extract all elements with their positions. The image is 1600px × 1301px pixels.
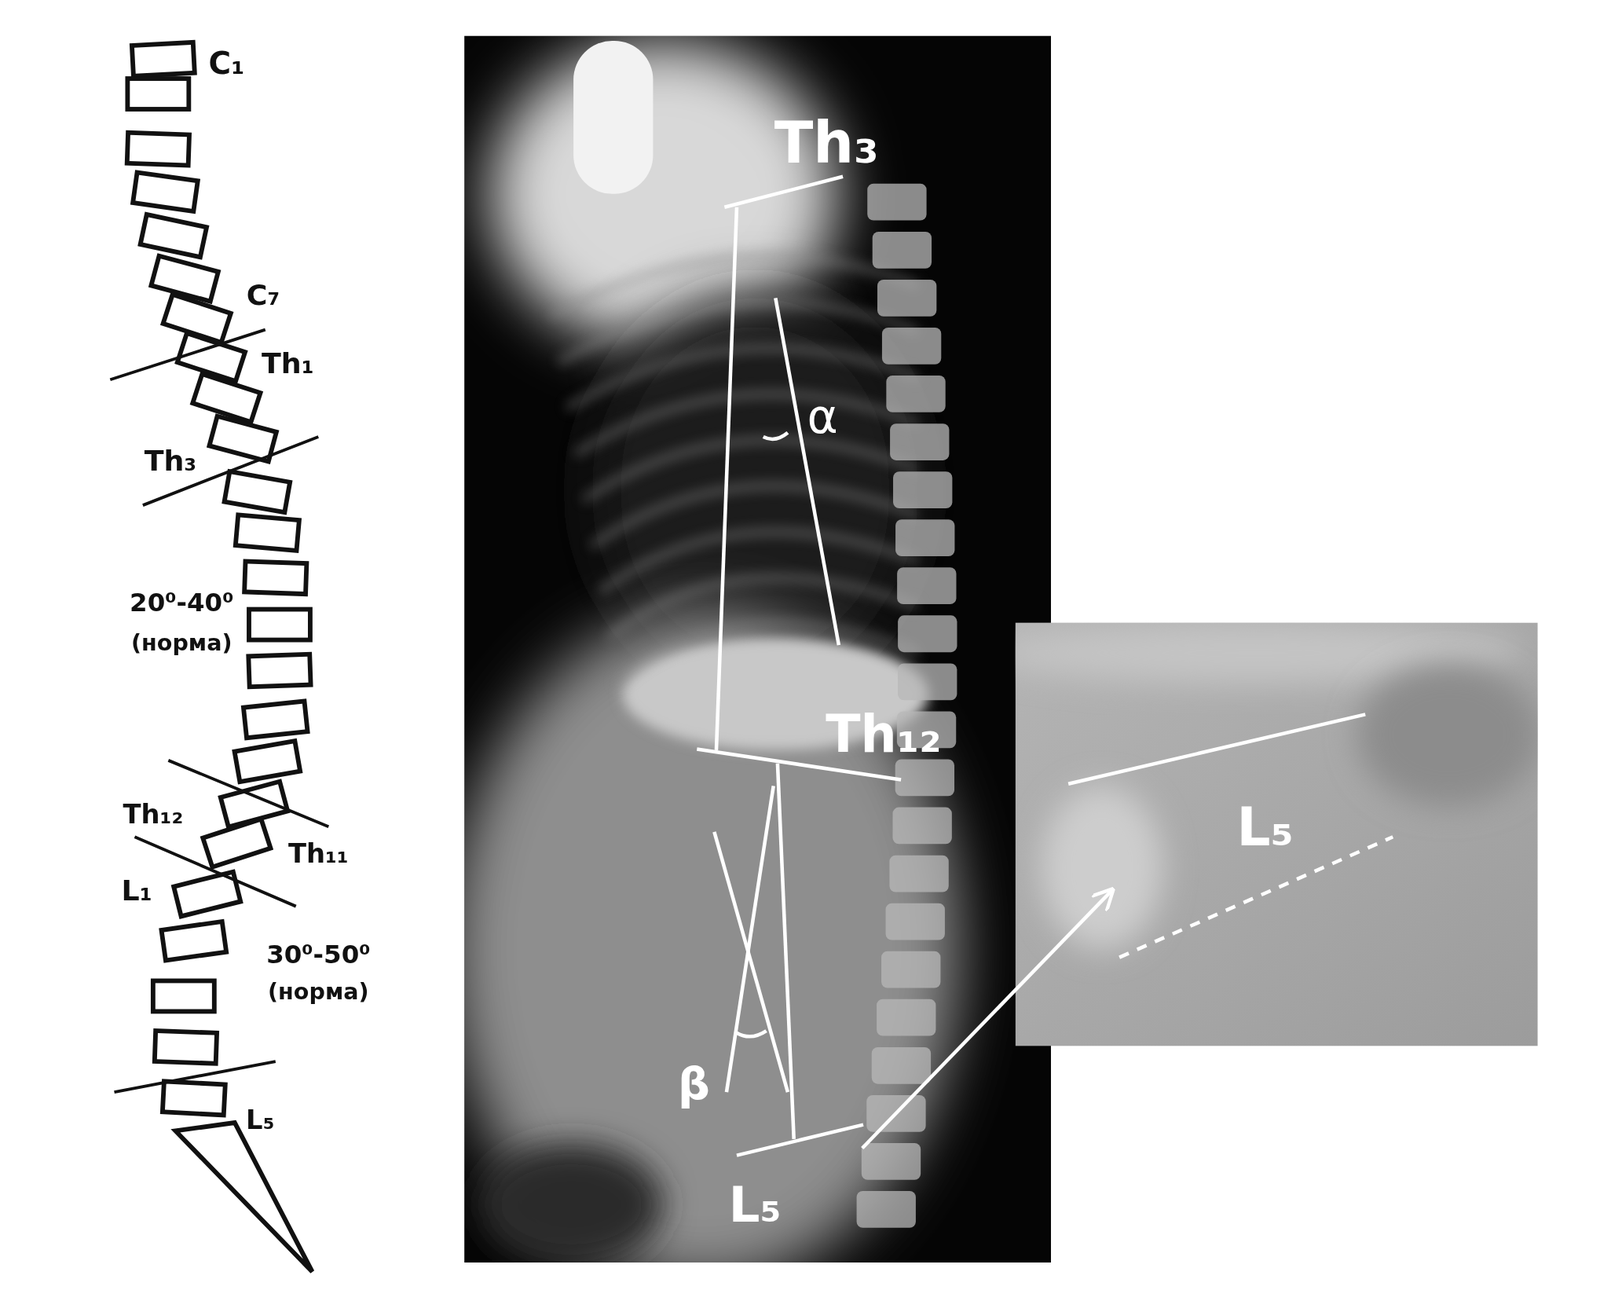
vertebra-outline xyxy=(127,78,189,110)
vertebra-outline xyxy=(153,980,215,1011)
endplate-line xyxy=(168,760,329,827)
rib-shadow xyxy=(559,302,919,363)
vertebra-shadow xyxy=(895,759,955,797)
vertebra-label: L₅ xyxy=(245,1105,275,1133)
sacrum-outline xyxy=(175,1122,312,1272)
rib-shadow xyxy=(616,623,919,684)
vertebra-outline xyxy=(208,416,276,462)
vertebra-outline xyxy=(234,740,301,782)
vertebra-outline xyxy=(248,654,311,688)
vertebra-outline xyxy=(224,471,291,513)
vertebra-shadow xyxy=(861,1142,921,1180)
vertebra-outline xyxy=(235,514,300,551)
vertebra-outline xyxy=(154,1030,217,1064)
vertebra-shadow xyxy=(872,231,932,269)
rib-shadow xyxy=(607,578,919,638)
vertebra-label: Th₁ xyxy=(261,350,315,379)
vertebra-label: L₅ xyxy=(728,1179,782,1229)
vertebra-shadow xyxy=(871,1047,931,1084)
vertebra-outline xyxy=(127,132,190,166)
vertebra-label: Th₃ xyxy=(144,446,198,476)
vertebra-shadow xyxy=(889,423,949,461)
vertebra-outline xyxy=(162,1080,226,1115)
angle-norm: 30⁰-50⁰ xyxy=(266,940,370,967)
endplate-line xyxy=(134,836,296,906)
vertebra-shadow xyxy=(897,662,957,700)
vertebra-shadow xyxy=(881,951,941,989)
vertebra-outline xyxy=(202,818,271,867)
endplate-line xyxy=(109,329,265,381)
vertebra-label: C₇ xyxy=(246,281,281,311)
inset-photo xyxy=(1015,622,1538,1046)
vertebra-label: Th₁₁ xyxy=(288,839,349,867)
endplate-line xyxy=(114,1061,276,1092)
vertebra-shadow xyxy=(876,999,936,1037)
vertebra-shadow xyxy=(897,615,957,652)
vertebra-shadow xyxy=(856,1190,916,1228)
rib-shadow xyxy=(591,486,919,546)
measure-lines xyxy=(696,176,1393,1156)
angle-label: α xyxy=(806,392,838,440)
vertebra-outline xyxy=(140,214,207,257)
endplate-line xyxy=(142,436,319,506)
vertebra-shadow xyxy=(889,855,949,893)
vertebra-shadow xyxy=(886,903,945,941)
vertebra-shadow xyxy=(882,327,941,365)
vertebra-outline xyxy=(131,42,195,77)
rib-shadow xyxy=(600,531,919,592)
vertebra-outline xyxy=(150,256,218,302)
angle-label: β xyxy=(677,1061,711,1106)
angle-norm: 20⁰-40⁰ xyxy=(129,589,234,615)
vertebra-label: L₁ xyxy=(121,876,153,905)
rib-shadow xyxy=(567,347,919,408)
vertebra-label: L₅ xyxy=(1237,800,1295,854)
rib-shadow xyxy=(575,394,919,455)
vertebra-shadow xyxy=(893,807,952,845)
vertebra-label: Th₁₂ xyxy=(825,709,941,761)
vertebra-outline xyxy=(243,700,308,738)
vertebra-label: Th₁₂ xyxy=(123,801,184,828)
vertebra-shadow xyxy=(877,279,937,317)
vertebra-shadow xyxy=(867,183,927,221)
vertebra-outline xyxy=(192,373,260,422)
vertebra-outline xyxy=(244,560,307,594)
rib-shadow xyxy=(583,439,919,500)
vertebra-shadow xyxy=(886,375,945,413)
norm-note: (норма) xyxy=(131,631,233,655)
vertebra-outline xyxy=(161,921,228,960)
vertebra-shadow xyxy=(893,471,952,509)
vertebra-label: Th₃ xyxy=(774,114,879,173)
xray-photo xyxy=(464,35,1051,1263)
vertebra-shadow xyxy=(897,567,956,605)
spine-schema xyxy=(109,42,329,1272)
vertebra-outline xyxy=(132,172,198,212)
norm-note: (норма) xyxy=(267,980,370,1004)
vertebra-outline xyxy=(248,609,311,641)
vertebra-label: C₁ xyxy=(208,47,246,79)
vertebra-shadow xyxy=(895,519,955,557)
